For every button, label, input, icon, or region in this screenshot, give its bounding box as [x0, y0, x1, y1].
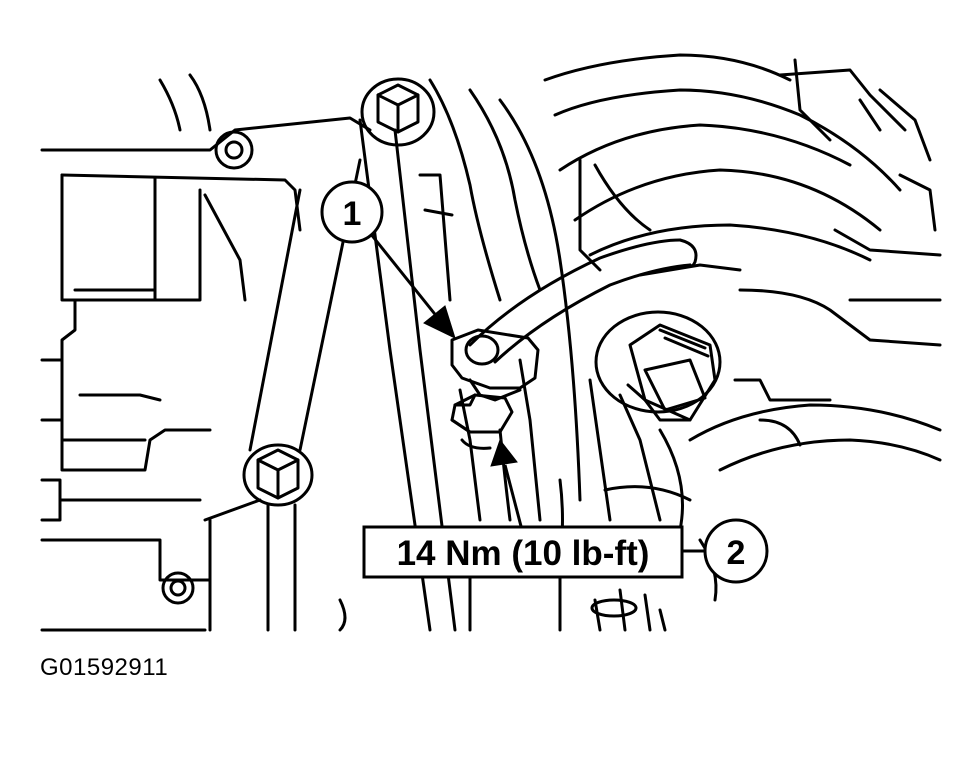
- callout-1-number: 1: [343, 195, 362, 233]
- callout-1: 1: [320, 180, 384, 244]
- tube-fitting-nut: [450, 328, 540, 450]
- lower-bolt: [242, 443, 314, 507]
- upper-bolt: [360, 77, 436, 147]
- torque-spec-label: 14 Nm (10 lb-ft): [362, 525, 684, 579]
- callout-2-leader: [490, 438, 524, 531]
- torque-spec-text: 14 Nm (10 lb-ft): [397, 534, 650, 573]
- sensor-connector: [594, 310, 722, 422]
- callout-1-leader: [364, 227, 456, 339]
- tube-line: [468, 238, 698, 364]
- callout-2: 2: [703, 518, 769, 584]
- mounting-holes: [161, 130, 254, 605]
- figure-id: G01592911: [40, 654, 169, 681]
- callout-2-number: 2: [727, 534, 746, 572]
